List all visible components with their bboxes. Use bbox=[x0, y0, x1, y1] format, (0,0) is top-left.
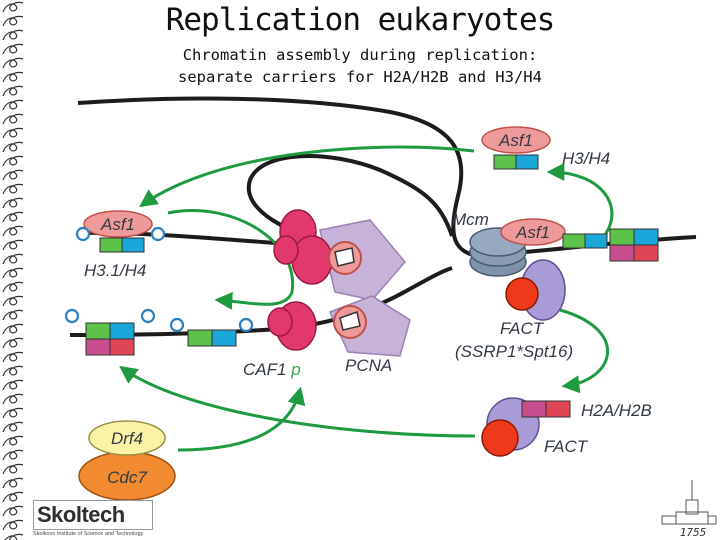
label-h3h4: H3/H4 bbox=[562, 149, 610, 168]
label-drf4: Drf4 bbox=[111, 429, 143, 448]
slide-subtitle-line-2: separate carriers for H2A/H2B and H3/H4 bbox=[178, 68, 542, 86]
arrow-drf4-to-caf1 bbox=[177, 386, 306, 452]
asf1-oval-top bbox=[481, 126, 551, 154]
histone-on-dna-lagging-tetramer bbox=[85, 322, 135, 356]
asf1-on-caf1-lower bbox=[333, 305, 367, 339]
label-asf1-top: Asf1 bbox=[498, 131, 533, 150]
label-fact: FACT bbox=[500, 319, 545, 338]
label-pcna: PCNA bbox=[345, 356, 392, 375]
label-cdc7: Cdc7 bbox=[107, 468, 147, 487]
page-number: 1755 bbox=[679, 526, 707, 539]
dna-lagging-strand bbox=[69, 266, 453, 337]
university-building-logo bbox=[661, 480, 717, 525]
caf1-upper bbox=[273, 209, 333, 285]
slide-subtitle-line-1: Chromatin assembly during replication: bbox=[182, 46, 538, 64]
label-h2ah2b: H2A/H2B bbox=[581, 401, 652, 420]
mcm-helicase bbox=[469, 227, 527, 277]
arrow-h3h4-return bbox=[546, 163, 614, 236]
histone-mcm-dimer bbox=[562, 233, 608, 249]
arrow-fact-to-lagging bbox=[119, 365, 476, 438]
histone-h3h4-top bbox=[493, 154, 539, 170]
label-h31h4: H3.1/H4 bbox=[84, 261, 146, 280]
slide-title: Replication eukaryotes bbox=[165, 2, 556, 38]
asf1-on-caf1-upper bbox=[328, 241, 362, 275]
histone-h2ah2b bbox=[521, 400, 571, 418]
pcna-upper bbox=[319, 219, 406, 301]
asf1-oval-mcm bbox=[500, 218, 566, 246]
label-mcm: Mcm bbox=[452, 210, 489, 229]
label-asf1-mcm: Asf1 bbox=[515, 223, 550, 242]
histone-on-dna-lagging-dimer bbox=[187, 329, 237, 347]
logo-text: Skoltech bbox=[37, 502, 125, 527]
arrow-caf1-to-dna bbox=[167, 209, 295, 310]
label-caf1: CAF1 p bbox=[243, 360, 301, 379]
dna-parental-strand bbox=[77, 96, 697, 257]
fact-at-fork bbox=[505, 259, 566, 321]
drf4-shape bbox=[88, 420, 166, 456]
histone-h31h4-left bbox=[99, 237, 145, 253]
histone-tails bbox=[64, 226, 254, 333]
decorative-border bbox=[0, 0, 26, 540]
label-asf1-left: Asf1 bbox=[100, 215, 135, 234]
dna-leading-loop bbox=[246, 154, 454, 248]
label-fact-sub: (SSRP1*Spt16) bbox=[455, 342, 573, 361]
skoltech-logo: Skoltech bbox=[33, 500, 153, 530]
arrow-fact-down bbox=[559, 308, 609, 394]
arrow-asf1-to-left bbox=[139, 145, 475, 208]
histone-parental-tetramer bbox=[609, 228, 659, 262]
asf1-oval-left bbox=[83, 210, 153, 238]
label-fact-bottom: FACT bbox=[544, 437, 589, 456]
caf1-lower bbox=[267, 301, 317, 351]
label-caf1-p: p bbox=[290, 360, 300, 379]
logo-tagline: Skolkovo Institute of Science and Techno… bbox=[33, 531, 144, 537]
